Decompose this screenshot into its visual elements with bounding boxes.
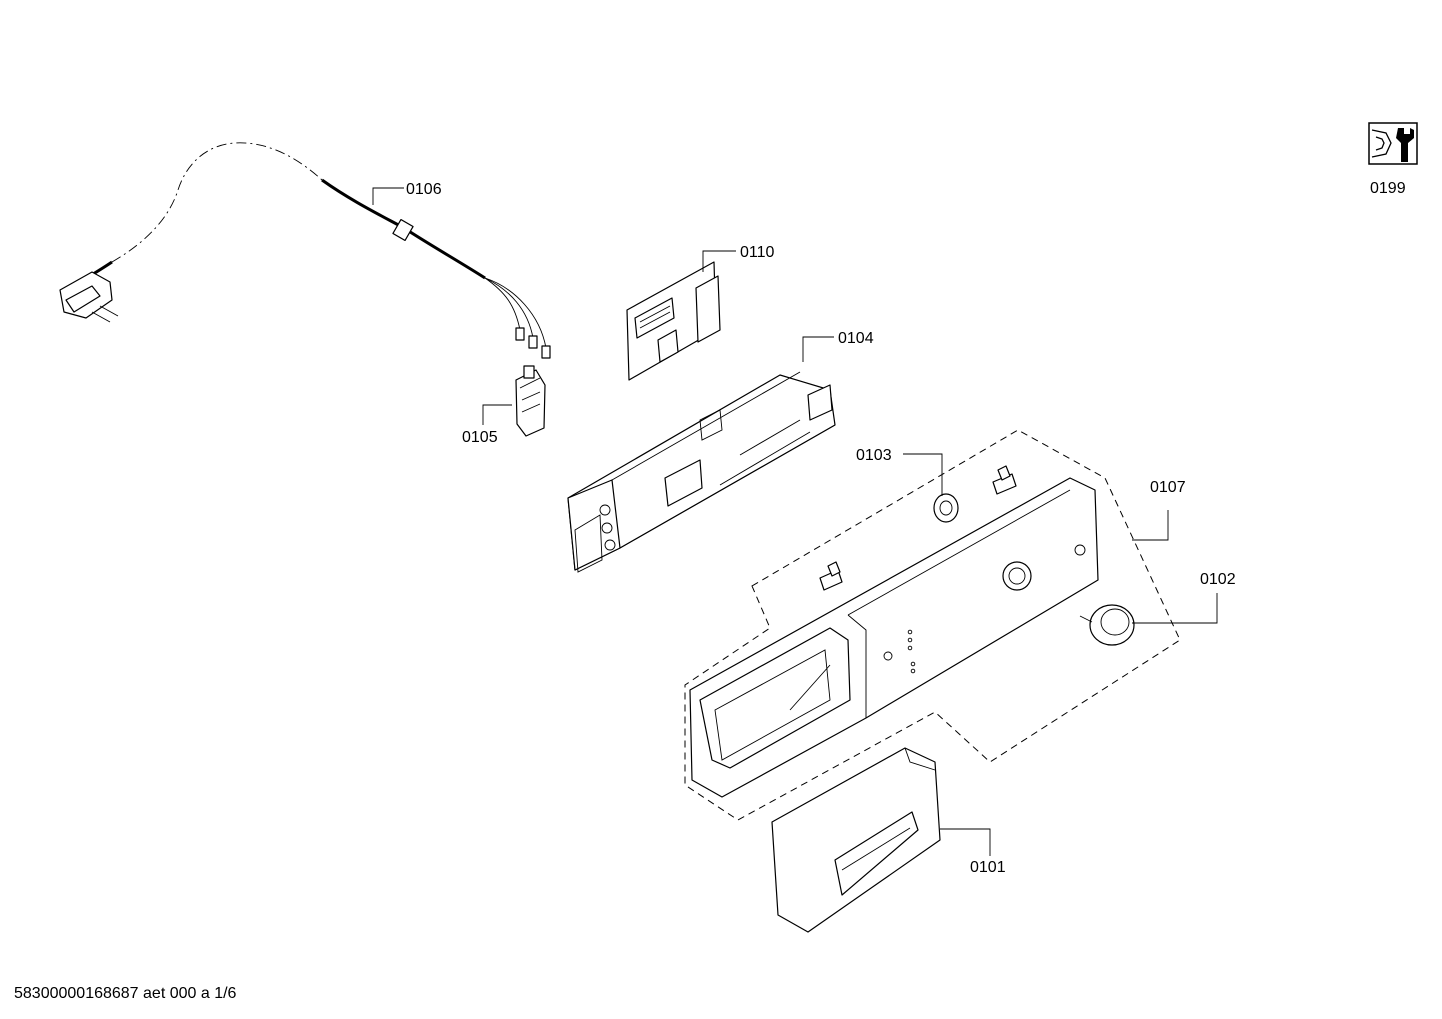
callout-0102: 0102 [1200,571,1236,588]
drawing-reference: 58300000168687 aet 000 a 1/6 [14,985,237,1002]
callout-0106: 0106 [406,181,442,198]
power-cord-part[interactable] [59,142,551,359]
callout-0104: 0104 [838,330,874,347]
interference-filter-part[interactable] [515,365,546,437]
fascia-group-outline [684,429,1181,821]
selector-knob-part[interactable] [1079,604,1135,646]
callout-0199: 0199 [1370,180,1406,197]
module-housing-part[interactable] [567,371,836,573]
knob-insert-part[interactable] [933,493,959,523]
callout-0110: 0110 [740,244,775,261]
callout-0101: 0101 [970,859,1006,876]
light-pipe-part[interactable] [819,465,1017,591]
wrench-nut-icon [1368,122,1418,165]
callout-0107: 0107 [1150,479,1186,496]
callout-0105: 0105 [462,429,498,446]
callout-0103: 0103 [856,447,892,464]
drawer-handle-part[interactable] [771,747,941,933]
control-board-part[interactable] [626,261,721,381]
fascia-panel-part[interactable] [689,477,1099,798]
